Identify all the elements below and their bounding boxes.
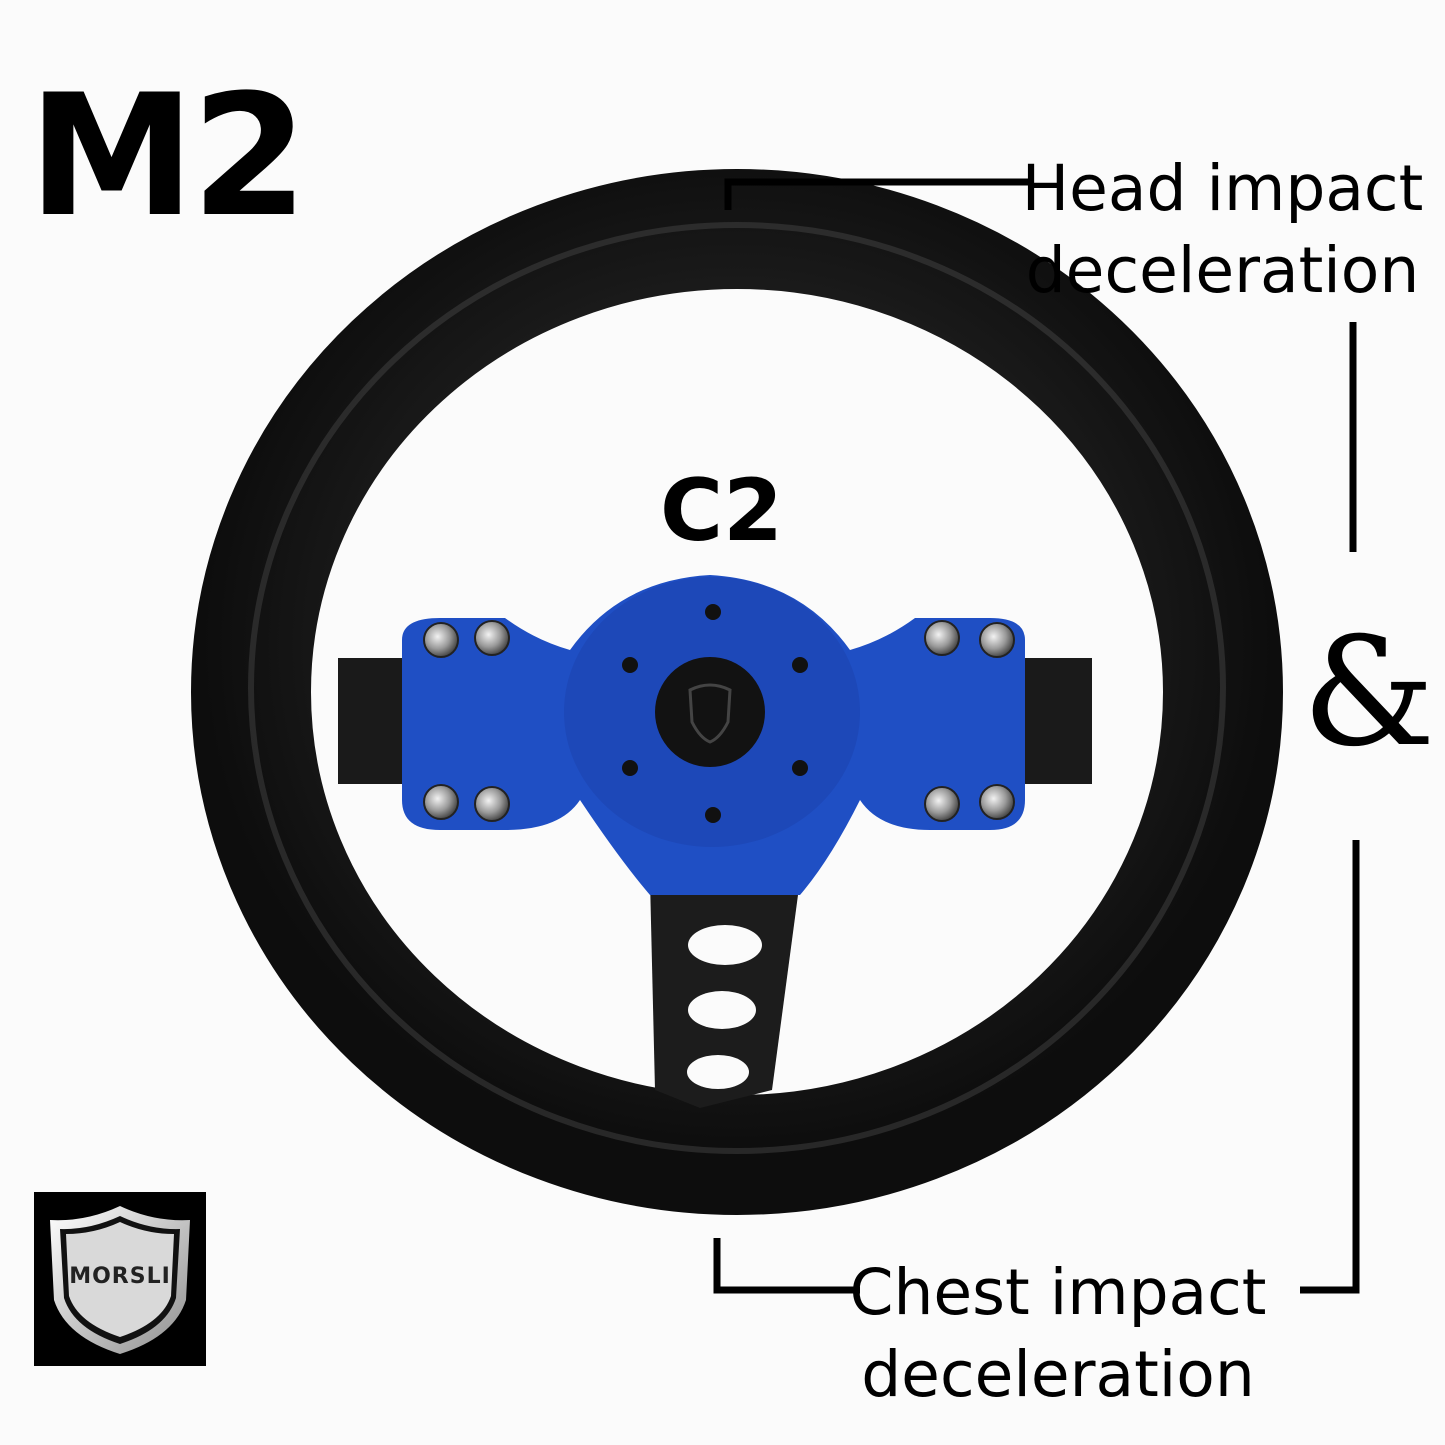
spoke-hole [687,1055,749,1089]
push-button [979,784,1015,820]
push-button [924,786,960,822]
screw [622,760,638,776]
chest-annotation-line-2: deceleration [861,1337,1255,1411]
screw [705,604,721,620]
screw [792,760,808,776]
hub-cap [655,657,765,767]
brand-logo: MORSLI [34,1192,206,1366]
right-spoke [1018,658,1092,784]
spoke-hole [688,991,756,1029]
ampersand-connector-bottom [1300,840,1360,1294]
push-button [474,620,510,656]
push-button [423,622,459,658]
screw [622,657,638,673]
logo-text: MORSLI [69,1264,171,1289]
head-bracket-line [724,178,1030,210]
push-button [423,784,459,820]
screw [792,657,808,673]
hub-label: C2 [660,461,783,561]
head-impact-annotation: Head impact deceleration [1015,148,1430,312]
push-button [979,622,1015,658]
ampersand: & [1302,606,1436,780]
head-annotation-line-2: deceleration [1025,233,1420,307]
model-title: M2 [28,58,308,254]
chest-annotation-line-1: Chest impact [849,1256,1267,1329]
push-button [474,786,510,822]
left-spoke [338,658,412,784]
chest-impact-annotation: Chest impact deceleration [838,1252,1278,1416]
screw [705,807,721,823]
push-button [924,620,960,656]
wheel-rim [191,169,1283,1215]
spoke-hole [688,925,762,965]
head-annotation-line-1: Head impact [1021,152,1424,225]
wheel-rim-highlight [248,222,1226,1154]
chest-bracket-line [713,1238,860,1294]
shield-icon [50,1206,190,1354]
hub-cap-shield-icon [688,683,732,744]
